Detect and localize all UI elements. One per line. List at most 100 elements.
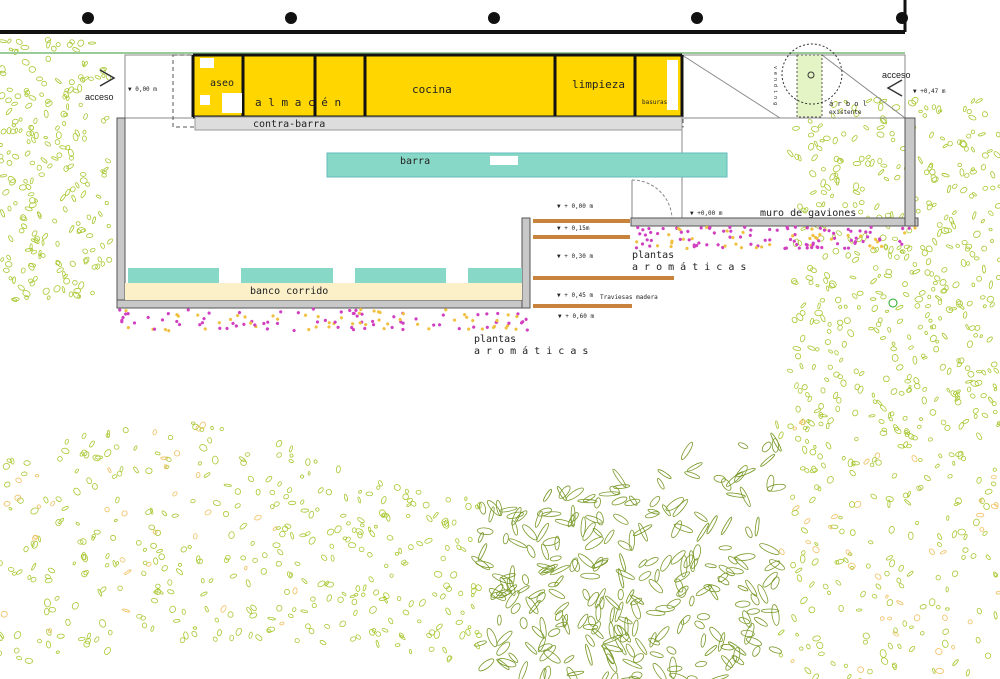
- shrub: [55, 519, 62, 527]
- shrub: [632, 653, 645, 663]
- shrub: [270, 504, 275, 510]
- shrub: [858, 371, 865, 377]
- shrub: [973, 256, 980, 261]
- shrub: [824, 183, 832, 191]
- shrub: [666, 598, 681, 609]
- shrub: [911, 455, 918, 463]
- shrub: [616, 624, 632, 643]
- shrub: [800, 302, 807, 309]
- shrub: [902, 415, 908, 421]
- shrub: [697, 613, 710, 621]
- shrub: [619, 633, 630, 643]
- shrub: [985, 554, 991, 561]
- shrub: [65, 188, 71, 196]
- shrub: [24, 248, 34, 252]
- shrub: [849, 529, 856, 536]
- shrub: [587, 615, 596, 627]
- shrub: [470, 604, 475, 610]
- shrub: [12, 297, 20, 302]
- shrub: [995, 274, 1000, 280]
- shrub: [555, 621, 568, 628]
- shrub: [195, 472, 201, 479]
- flower: [775, 228, 779, 232]
- shrub: [554, 575, 564, 587]
- shrub: [277, 481, 282, 487]
- shrub: [897, 444, 905, 449]
- vertical-label: v e n d i n g: [772, 66, 778, 105]
- shrub: [30, 249, 37, 255]
- shrub: [942, 628, 949, 635]
- shrub: [939, 550, 947, 555]
- shrub: [300, 474, 305, 479]
- shrub: [969, 393, 976, 399]
- shrub: [929, 325, 934, 330]
- flower: [754, 246, 759, 250]
- shrub: [52, 218, 58, 224]
- shrub: [890, 388, 898, 395]
- shrub: [832, 247, 840, 255]
- shrub: [982, 185, 989, 191]
- flower: [218, 326, 222, 330]
- shrub: [90, 290, 95, 296]
- shrub: [509, 565, 515, 587]
- shrub: [935, 574, 941, 581]
- shrub: [858, 155, 865, 162]
- shrub: [183, 631, 189, 640]
- shrub: [577, 613, 589, 629]
- flower: [795, 243, 799, 247]
- shrub: [969, 169, 977, 175]
- shrub: [891, 104, 901, 111]
- shrub: [326, 528, 335, 536]
- shrub: [992, 410, 998, 415]
- shrub: [909, 645, 916, 653]
- shrub: [836, 396, 842, 404]
- shrub: [169, 605, 176, 613]
- shrub: [832, 136, 838, 145]
- shrub: [343, 493, 348, 502]
- shrub: [991, 401, 997, 407]
- shrub: [976, 512, 985, 518]
- shrub: [967, 619, 973, 625]
- shrub: [887, 499, 891, 509]
- shrub: [75, 182, 80, 189]
- shrub: [836, 157, 843, 165]
- shrub: [972, 408, 979, 414]
- shrub: [893, 424, 899, 431]
- shrub: [960, 259, 967, 268]
- shrub: [3, 501, 11, 507]
- flower: [760, 245, 764, 249]
- shrub: [14, 93, 22, 100]
- shrub: [518, 661, 528, 679]
- flower: [808, 236, 812, 241]
- shrub: [539, 617, 547, 639]
- flower: [900, 242, 904, 246]
- shrub: [638, 559, 648, 568]
- shrub: [62, 206, 68, 213]
- shrub: [923, 475, 931, 482]
- shrub: [115, 496, 120, 504]
- shrub: [212, 636, 218, 642]
- shrub: [51, 156, 59, 161]
- shrub: [402, 609, 410, 616]
- shrub: [800, 596, 808, 605]
- shrub: [28, 95, 37, 101]
- shrub: [222, 511, 230, 518]
- level-step3: ▼ + 0,45 m: [557, 292, 594, 299]
- columns: [82, 12, 908, 24]
- level-right-access: ▼ +0,47 m: [913, 88, 946, 95]
- flower: [669, 244, 673, 249]
- shrub: [355, 528, 364, 535]
- shrub: [106, 256, 113, 263]
- shrub: [13, 631, 22, 640]
- flower: [314, 325, 318, 329]
- flower: [202, 317, 206, 321]
- shrub: [815, 347, 820, 352]
- shrub: [851, 104, 857, 111]
- shrub: [675, 578, 684, 593]
- flower: [849, 238, 853, 242]
- shrub: [976, 369, 982, 374]
- flower: [643, 233, 647, 237]
- shrub: [286, 487, 293, 494]
- shrub: [790, 659, 795, 663]
- shrub: [812, 673, 819, 679]
